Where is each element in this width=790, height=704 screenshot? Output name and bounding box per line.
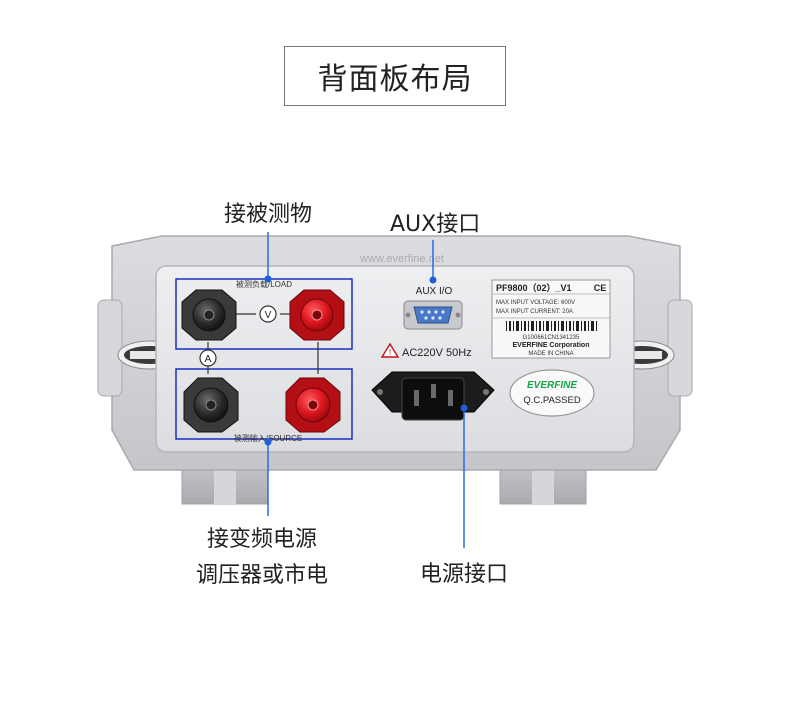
callout-dot-device-under-test [264,275,272,283]
source-red-terminal [285,377,341,433]
load-black-terminal [181,289,237,341]
nameplate-max-voltage: MAX INPUT VOLTAGE: 600V [496,300,575,306]
load-highlight-box [175,278,353,350]
ammeter-symbol [199,349,217,367]
ammeter-letter: A [205,354,212,365]
qc-text: Q.C.PASSED [523,395,581,406]
nameplate: PF9800（02）_V1 CE MAX INPUT VOLTAGE: 600V… [491,279,611,359]
callout-source: 接变频电源 调压器或市电 [196,522,328,594]
nameplate-max-current: MAX INPUT CURRENT: 20A [496,309,573,315]
voltmeter-symbol [259,305,277,323]
callout-source-line1: 接变频电源 [207,527,318,552]
callout-dot-source [264,438,272,446]
aux-io-port [403,300,463,330]
nameplate-barcode [506,321,597,331]
load-red-terminal [289,289,345,341]
nameplate-model: PF9800（02）_V1 [496,283,572,293]
watermark: www.everfine.net [359,253,444,265]
page-title: 背面板布局 [284,46,506,106]
source-label: 被测输入/SOURCE [234,433,302,443]
nameplate-serial: G100661CN1341235 [523,335,580,341]
source-black-terminal [183,377,239,433]
source-highlight-box [175,368,353,440]
qc-brand: EVERFINE [527,380,577,391]
device-feet [181,469,587,505]
right-handle [667,299,693,397]
callout-leaders [264,232,468,548]
qc-sticker: EVERFINE Q.C.PASSED [509,369,595,417]
svg-text:!: ! [389,348,391,357]
callout-device-under-test: 接被测物 [224,202,313,227]
power-rating: AC220V 50Hz [402,347,472,359]
nameplate-company: EVERFINE Corporation [512,342,589,349]
ce-mark: CE [594,283,607,293]
power-inlet [371,371,495,421]
callout-dot-aux-port [429,276,437,284]
warning-icon: ! [380,342,400,358]
callout-source-line2: 调压器或市电 [196,563,329,588]
callout-power-port: 电源接口 [420,562,509,587]
left-handle [97,299,123,397]
callout-dot-power-port [460,404,468,412]
voltmeter-letter: V [265,310,272,321]
callout-aux-port: AUX接口 [390,212,481,237]
aux-label: AUX I/O [416,286,453,297]
nameplate-origin: MADE IN CHINA [528,351,573,357]
load-label: 被测负载/LOAD [236,279,292,289]
